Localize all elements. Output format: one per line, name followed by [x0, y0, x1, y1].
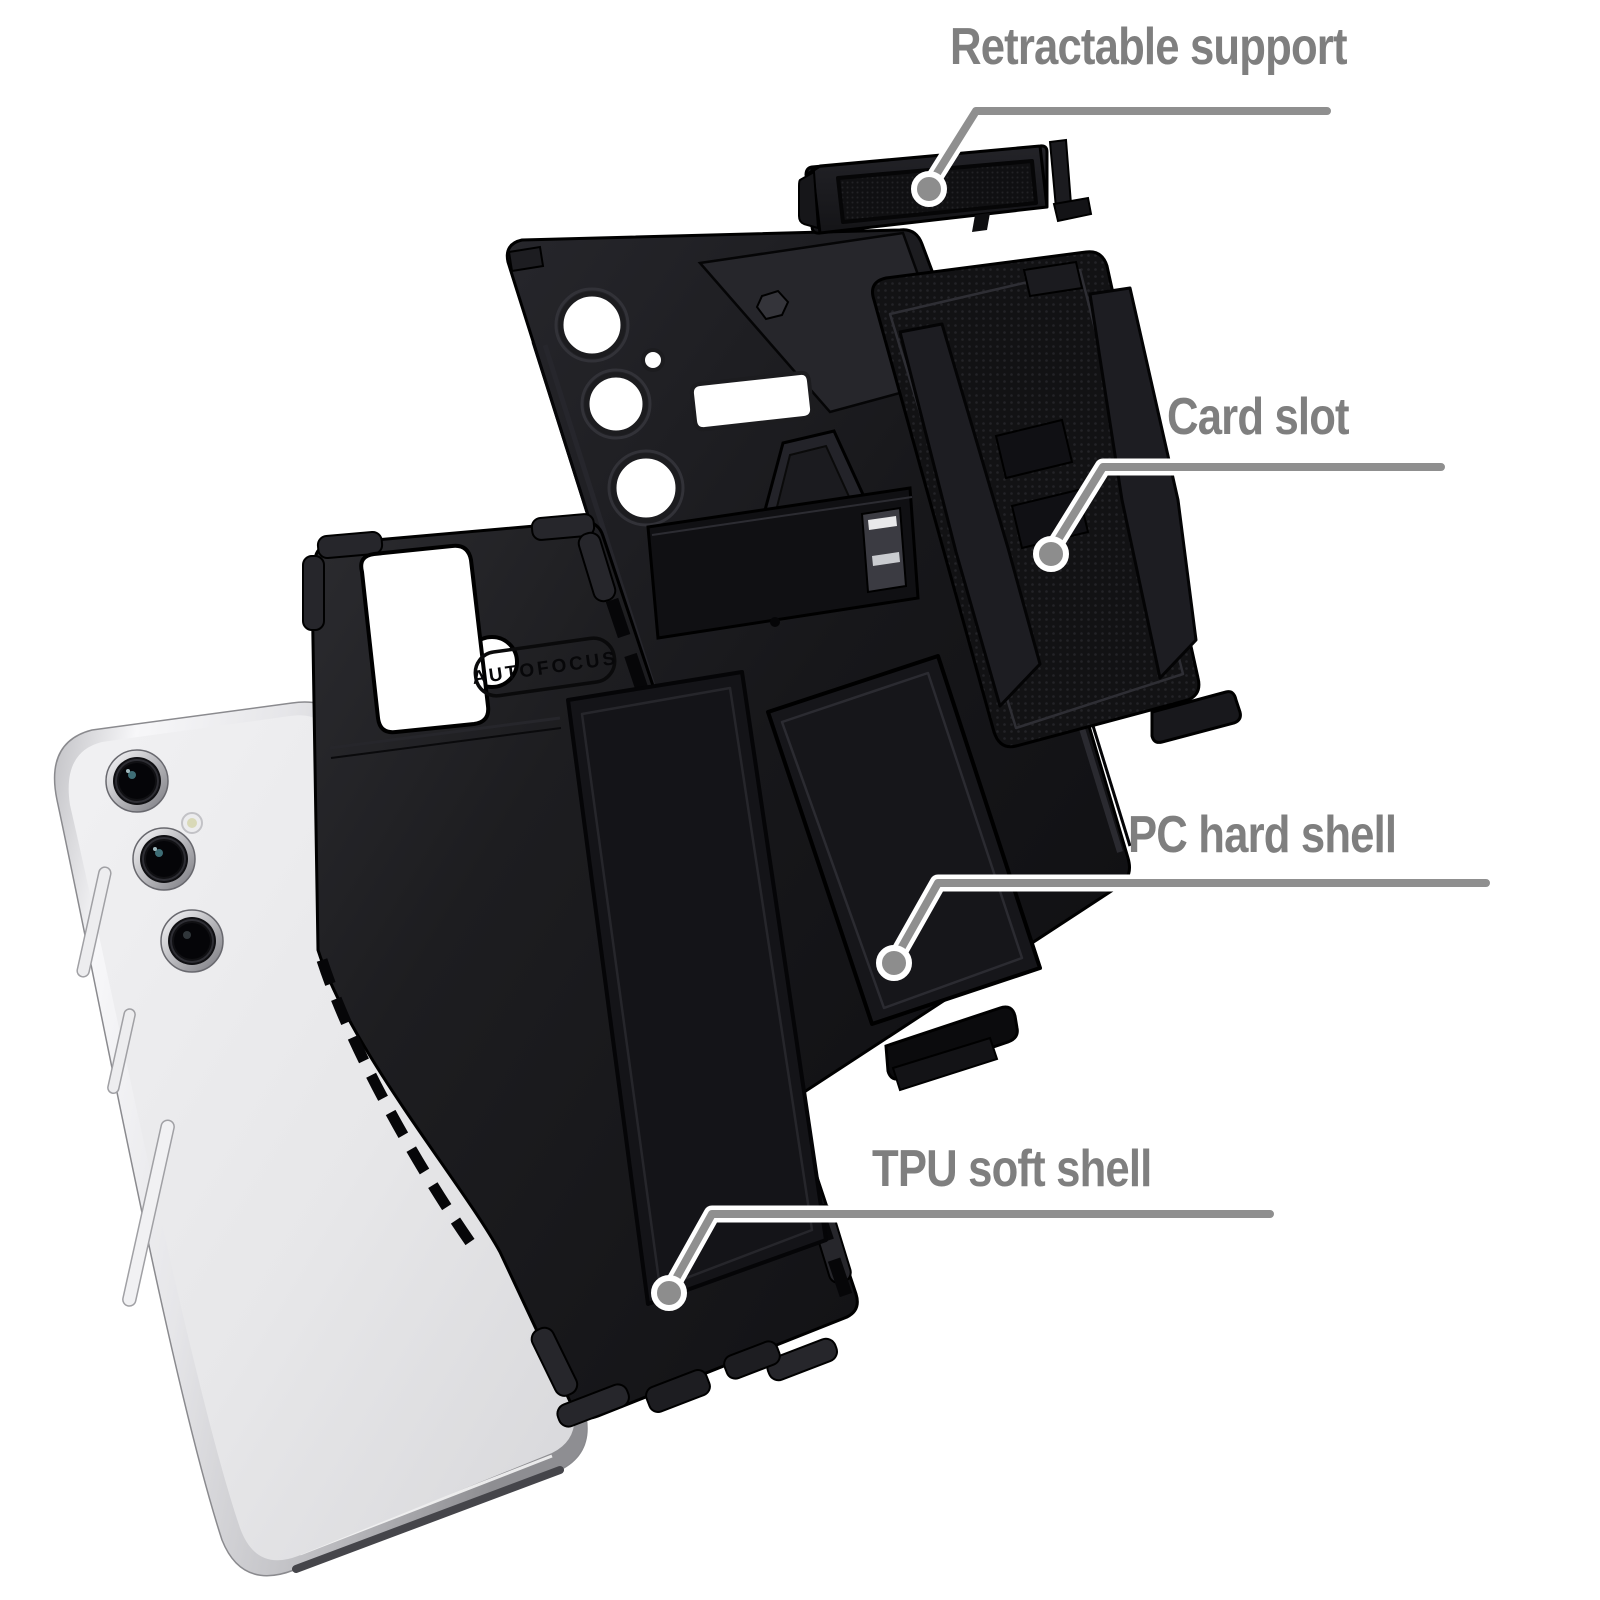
- phone-volume-button: [76, 866, 112, 978]
- label-tpu-soft-shell: TPU soft shell: [872, 1140, 1152, 1198]
- shell-camera-hole: [558, 291, 626, 359]
- retractable-support-cap: [1048, 138, 1073, 210]
- card-cover-accent: [1088, 286, 1198, 680]
- shell-back-outline: [766, 654, 1042, 1026]
- phone-camera-lens: [105, 749, 169, 813]
- phone: [53, 701, 588, 1577]
- card-slot-cover: [871, 250, 1242, 749]
- phone-camera-lens: [160, 909, 224, 973]
- label-retractable-support: Retractable support: [950, 18, 1348, 76]
- card-cover-accent: [898, 322, 1042, 708]
- phone-button: [107, 1008, 136, 1094]
- marker-dot-pc-hard-shell: [876, 945, 912, 981]
- shell-kickstand-slot: [689, 370, 815, 432]
- callout-leaders: [651, 102, 1495, 1311]
- tpu-soft-shell: AUTOFOCUS: [302, 513, 859, 1428]
- phone-power-button: [122, 1119, 175, 1307]
- shell-flash-hole: [641, 348, 665, 372]
- tpu-camera-cutout: [359, 543, 491, 735]
- shell-camera-hole: [611, 453, 681, 523]
- marker-dot-tpu-soft-shell: [651, 1275, 687, 1311]
- label-pc-hard-shell: PC hard shell: [1128, 806, 1397, 864]
- label-card-slot: Card slot: [1167, 388, 1350, 446]
- shell-camera-hole: [584, 372, 648, 436]
- tpu-card-frame: [566, 670, 828, 1306]
- phone-flash: [181, 812, 203, 834]
- marker-dot-retractable-support: [911, 171, 947, 207]
- shell-logo-icon: [755, 289, 790, 321]
- phone-camera-lens: [132, 827, 196, 891]
- marker-dot-card-slot: [1033, 536, 1069, 572]
- card-cover-tab: [1150, 690, 1242, 744]
